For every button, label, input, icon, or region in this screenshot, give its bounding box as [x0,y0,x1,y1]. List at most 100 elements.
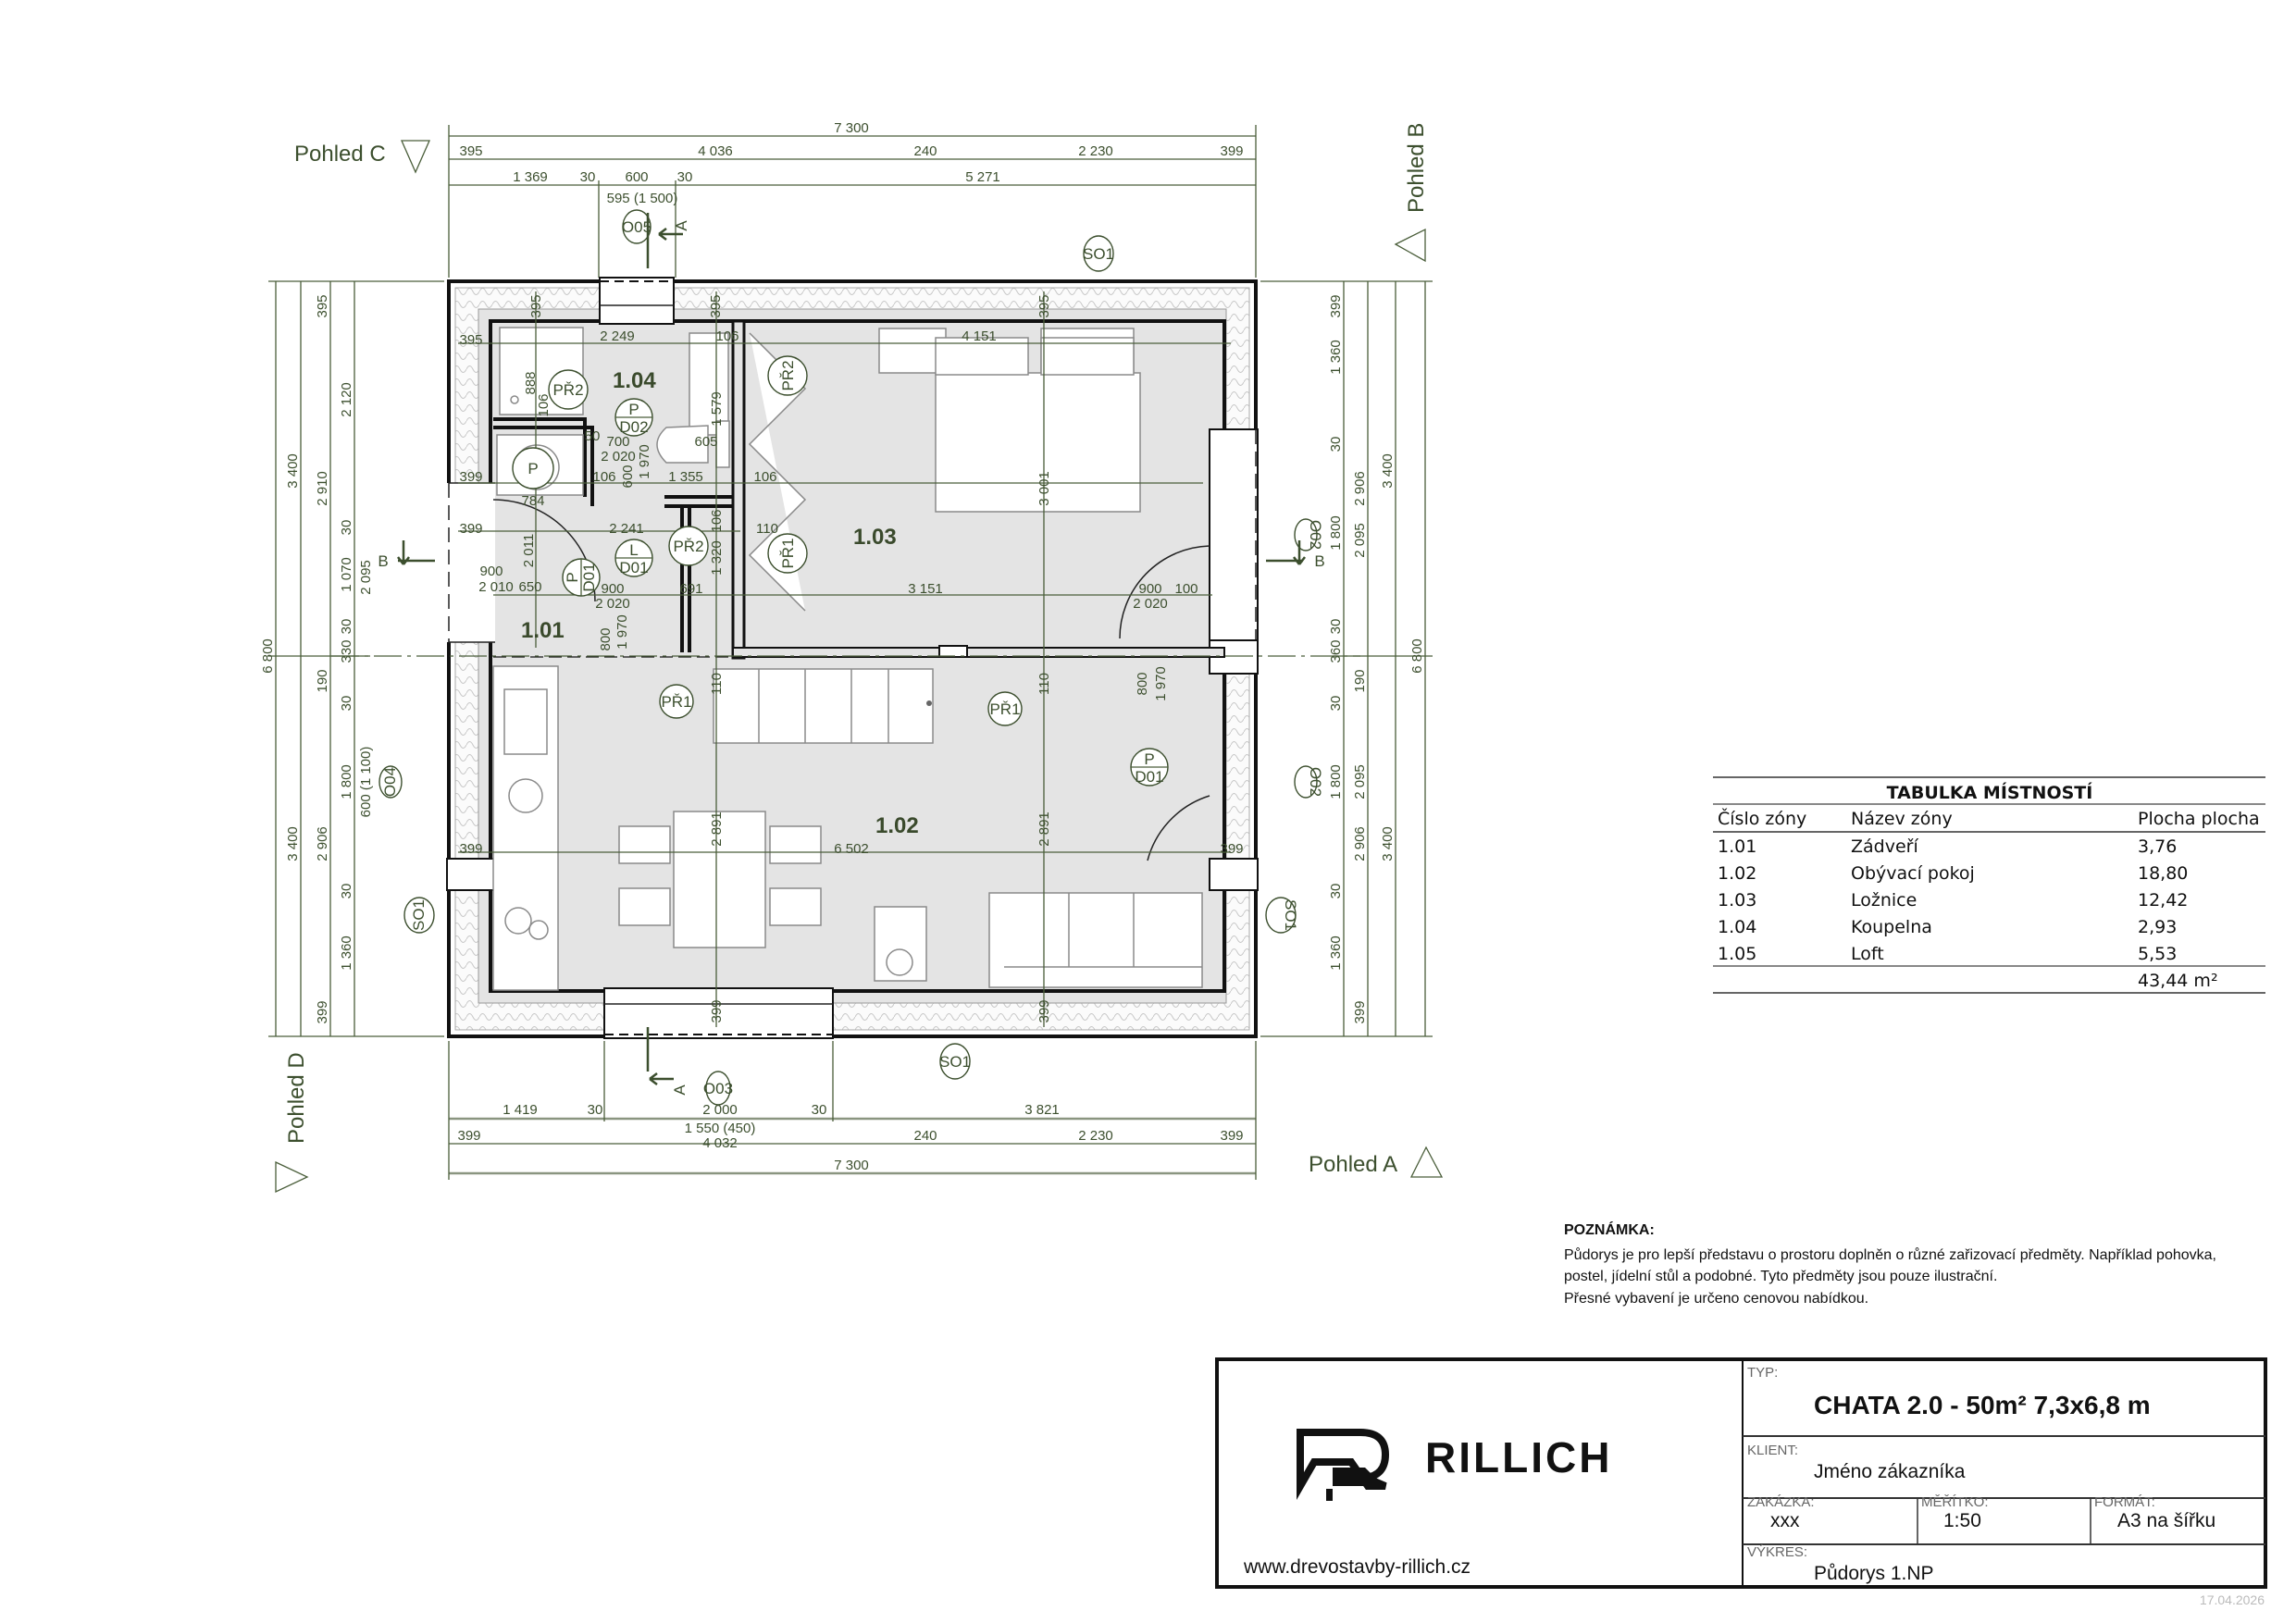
svg-text:3 400: 3 400 [285,453,301,489]
svg-text:1.04: 1.04 [1718,917,1756,937]
svg-text:PŘ1: PŘ1 [989,700,1020,718]
marker-o02: O02 [1294,765,1324,799]
svg-text:1 550 (450): 1 550 (450) [685,1121,756,1136]
svg-text:2 906: 2 906 [315,826,330,861]
svg-text:2,93: 2,93 [2138,917,2177,937]
view-label-a: Pohled A [1309,1146,1444,1178]
svg-text:SO1: SO1 [1282,899,1299,931]
svg-text:A: A [673,220,690,231]
svg-text:30: 30 [339,884,354,899]
svg-text:4 036: 4 036 [698,143,733,159]
svg-text:2 020: 2 020 [601,449,636,465]
svg-text:190: 190 [315,669,330,692]
svg-text:50: 50 [585,428,601,444]
svg-text:P: P [564,572,581,582]
svg-text:Pohled B: Pohled B [1404,123,1429,213]
svg-text:399: 399 [1352,1000,1368,1023]
svg-text:2 230: 2 230 [1078,1128,1113,1144]
floor-plan [331,277,1360,1039]
svg-text:399: 399 [459,521,482,537]
view-triangle-icon [275,1160,309,1194]
view-triangle-icon [401,140,430,174]
view-triangle-icon [1394,228,1426,263]
svg-text:Obývací pokoj: Obývací pokoj [1851,863,1975,884]
svg-text:600: 600 [620,465,636,488]
print-date: 17.04.2026 [2200,1592,2265,1607]
svg-text:Půdorys 1.NP: Půdorys 1.NP [1814,1563,1934,1584]
svg-text:240: 240 [913,1128,937,1144]
svg-text:P: P [527,460,538,477]
marker-pr1: PŘ1 [987,691,1023,726]
svg-text:O05: O05 [622,218,652,236]
marker-pr1: PŘ1 [767,533,808,574]
svg-text:B: B [1314,552,1324,570]
marker-pr2: PŘ2 [548,369,589,410]
svg-text:1:50: 1:50 [1943,1510,1981,1531]
svg-text:2 249: 2 249 [600,328,635,344]
svg-text:4 032: 4 032 [702,1135,738,1151]
marker-pr2: PŘ2 [767,355,808,396]
dimensions-inner: 395 395 395 395 2 249 106 4 151 888 106 … [459,294,1243,1022]
svg-text:399: 399 [1328,294,1344,317]
svg-text:106: 106 [536,393,552,416]
svg-text:106: 106 [592,469,615,485]
svg-text:106: 106 [709,509,725,532]
svg-text:30: 30 [1328,437,1344,452]
svg-text:1 369: 1 369 [513,169,548,185]
svg-text:2 891: 2 891 [709,812,725,847]
svg-text:2 241: 2 241 [609,521,644,537]
svg-text:1 419: 1 419 [503,1102,538,1118]
svg-text:399: 399 [457,1128,480,1144]
svg-text:1 800: 1 800 [339,764,354,799]
svg-text:2 891: 2 891 [1036,812,1052,847]
svg-text:D02: D02 [619,418,648,436]
kitchen-counter [492,665,559,991]
svg-text:106: 106 [753,469,776,485]
svg-text:1.01: 1.01 [1718,836,1756,857]
dining-table [618,811,822,948]
svg-text:O03: O03 [703,1080,733,1097]
svg-text:30: 30 [812,1102,827,1118]
view-label-b: Pohled B [1394,123,1429,263]
svg-text:3 001: 3 001 [1036,471,1052,506]
svg-text:1 360: 1 360 [1328,935,1344,971]
window-top [599,277,675,325]
svg-text:3 400: 3 400 [1380,453,1396,489]
svg-text:1 970: 1 970 [1153,666,1169,701]
svg-text:395: 395 [1036,294,1052,317]
svg-text:VÝKRES:: VÝKRES: [1747,1544,1807,1560]
door-left-entrance [447,482,596,643]
svg-text:7 300: 7 300 [834,1158,869,1173]
view-triangle-icon [1409,1146,1444,1178]
svg-text:1.03: 1.03 [1718,890,1756,911]
section-arrow-icon [397,540,410,565]
svg-text:784: 784 [521,493,544,509]
svg-text:190: 190 [1352,669,1368,692]
svg-text:PŘ2: PŘ2 [779,360,797,390]
svg-text:2 910: 2 910 [315,471,330,506]
svg-text:3 400: 3 400 [285,826,301,861]
svg-text:691: 691 [679,581,702,597]
bathtub [689,332,729,436]
svg-text:2 020: 2 020 [595,596,630,612]
svg-text:PŘ1: PŘ1 [661,693,691,711]
svg-text:888: 888 [523,371,539,394]
svg-text:A3 na šířku: A3 na šířku [2117,1510,2215,1531]
svg-text:700: 700 [606,434,629,450]
svg-text:O02: O02 [1307,520,1324,550]
svg-text:399: 399 [315,1000,330,1023]
svg-text:O04: O04 [381,767,399,797]
svg-text:395: 395 [528,294,544,317]
svg-text:30: 30 [339,619,354,635]
svg-text:KLIENT:: KLIENT: [1747,1443,1798,1458]
view-label-d: Pohled D [275,1052,309,1194]
svg-text:CHATA 2.0 - 50m² 7,3x6,8 m: CHATA 2.0 - 50m² 7,3x6,8 m [1814,1391,2151,1419]
svg-text:900: 900 [479,564,503,579]
note: POZNÁMKA: Půdorys je pro lepší představu… [1564,1220,2216,1307]
